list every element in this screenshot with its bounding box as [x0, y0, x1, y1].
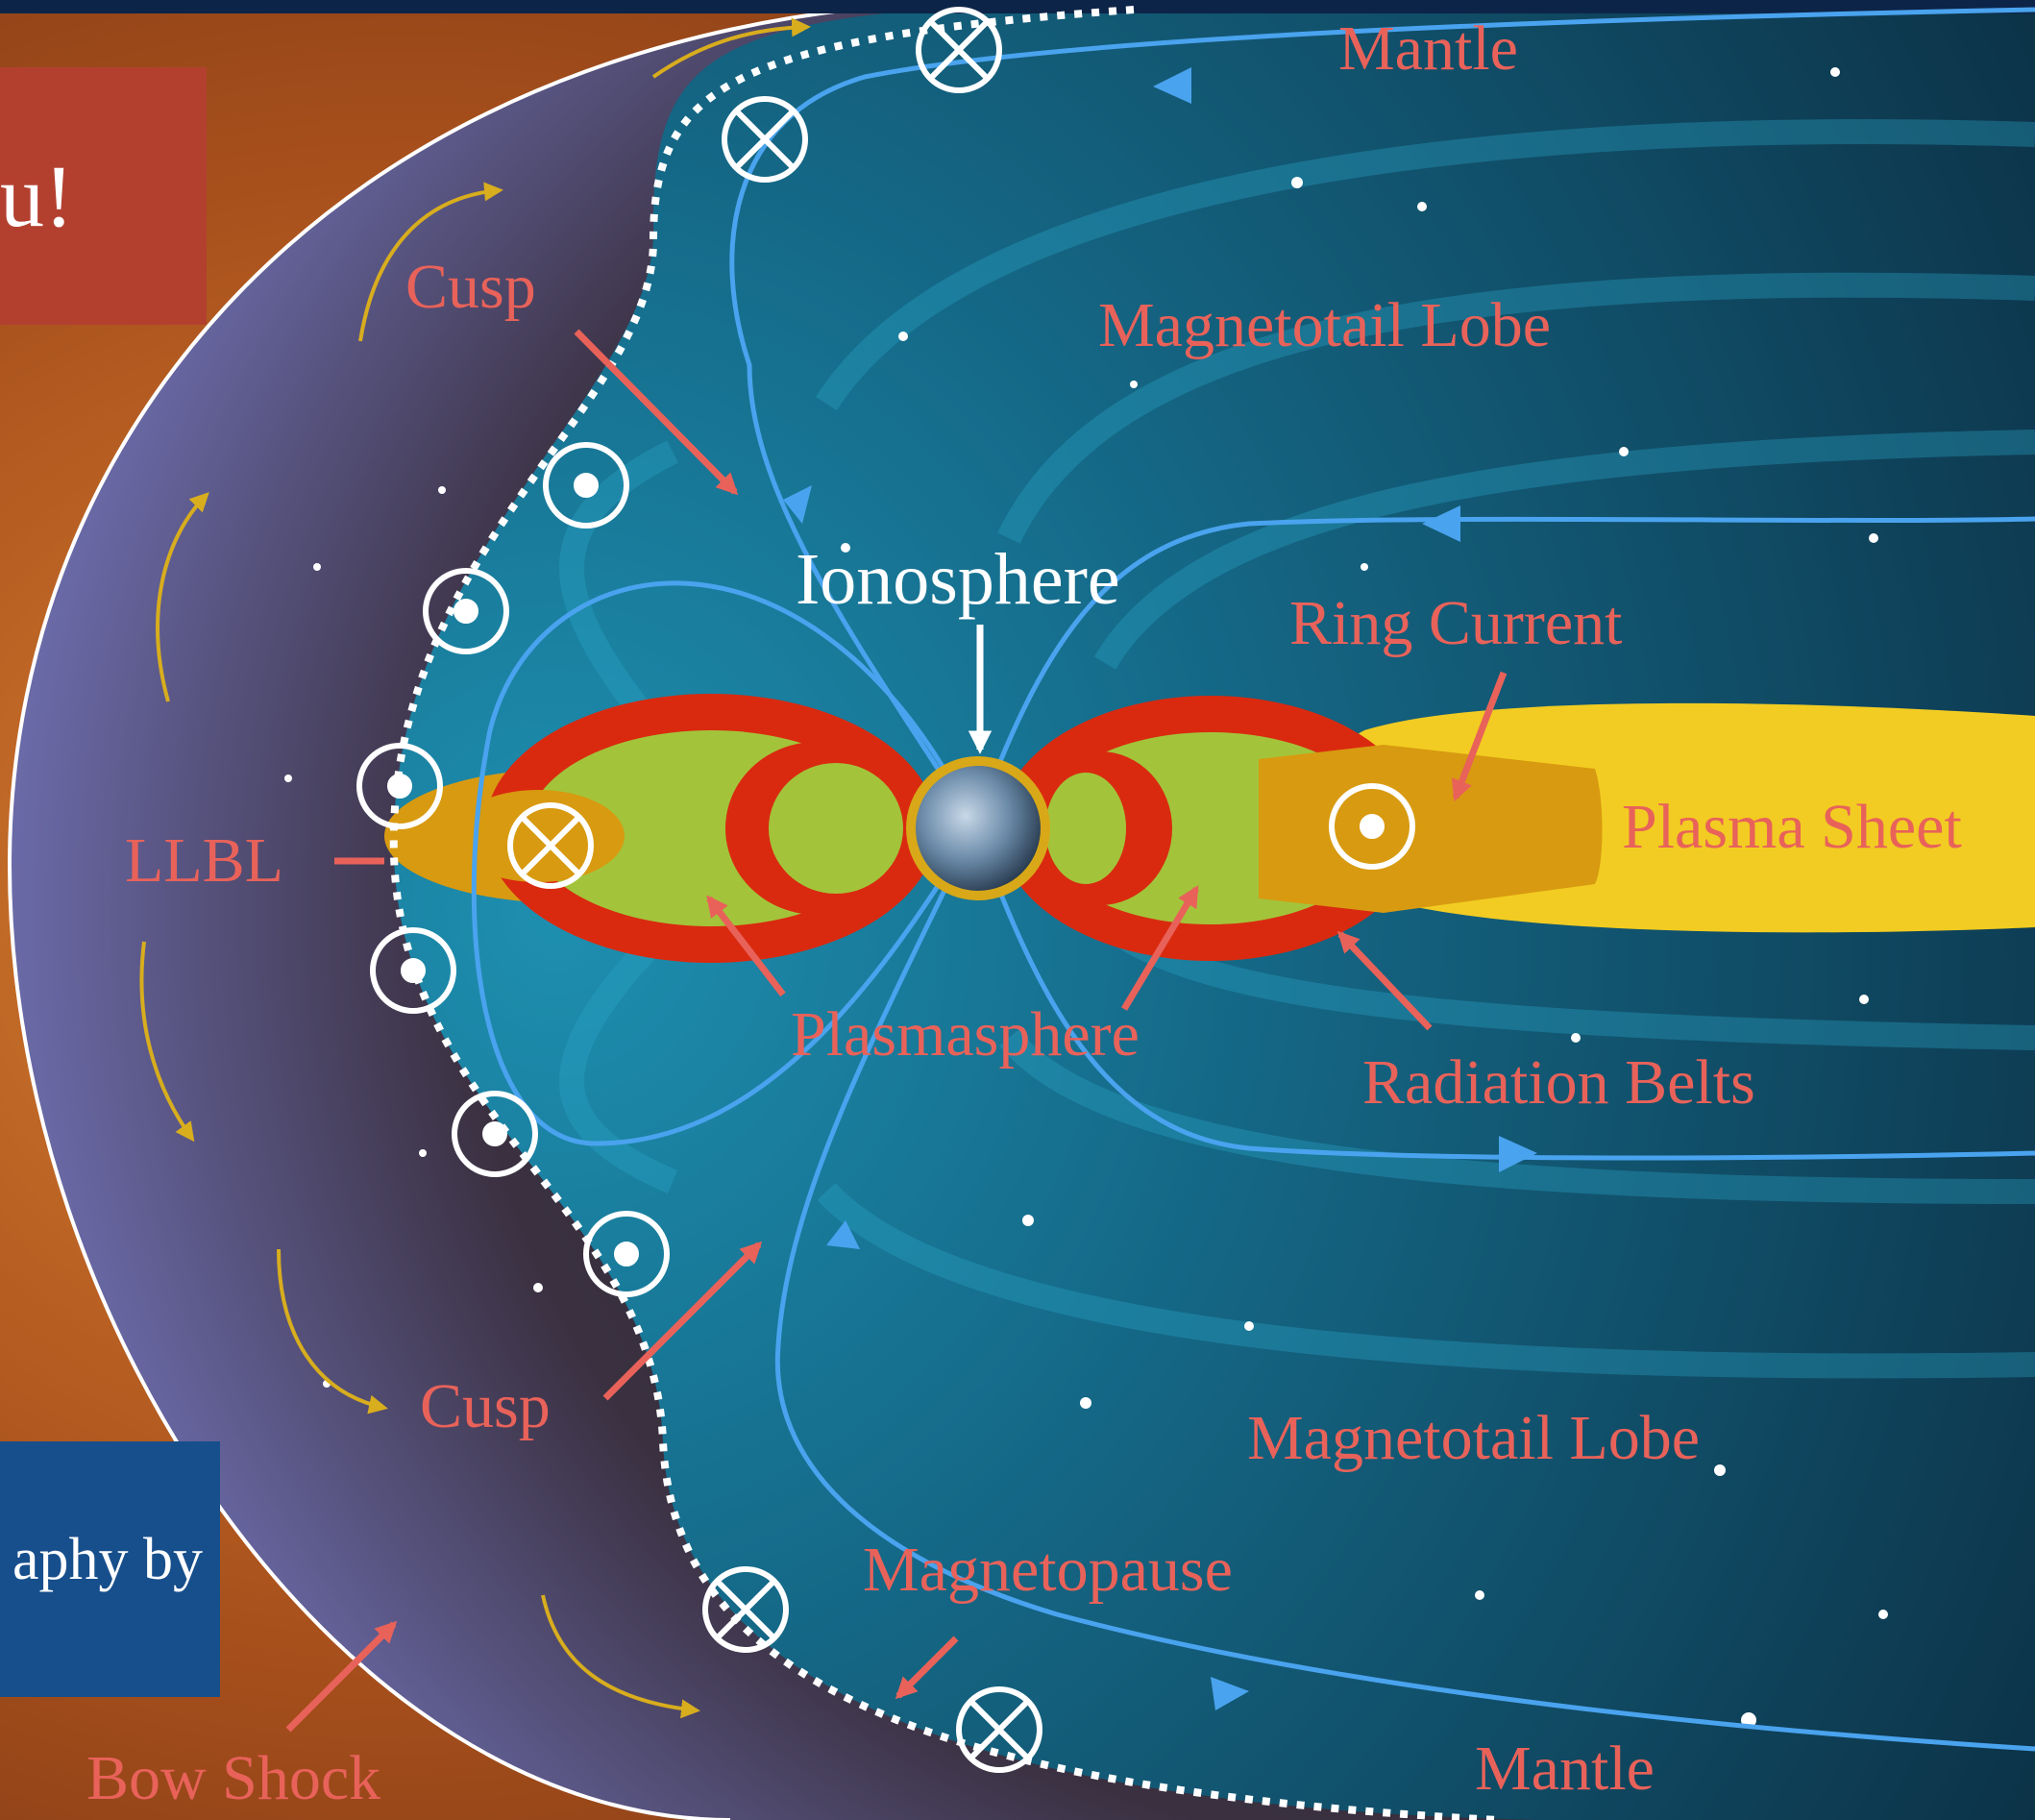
field-line-arrows	[783, 67, 1537, 1710]
label-cusp-bottom: Cusp	[420, 1371, 551, 1441]
circle-dot-icon	[543, 442, 629, 529]
label-magnetopause: Magnetopause	[863, 1535, 1233, 1605]
credit-text: aphy by	[12, 1527, 203, 1592]
label-magnetotail-lobe-bottom: Magnetotail Lobe	[1247, 1403, 1700, 1473]
sheath-flow-arrows	[139, 17, 811, 1719]
earth	[915, 765, 1042, 892]
ring-current-shape	[1259, 745, 1603, 913]
pointer-arrows	[285, 329, 1508, 1733]
label-ionosphere: Ionosphere	[796, 539, 1120, 620]
label-plasma-sheet: Plasma Sheet	[1622, 792, 1962, 862]
circle-dot-icon	[452, 1091, 538, 1177]
label-radiation-belts: Radiation Belts	[1362, 1047, 1755, 1118]
credit-box: aphy by	[0, 1441, 220, 1697]
circle-dot-icon	[1329, 783, 1415, 870]
top-strip	[0, 0, 2035, 13]
circle-cross-icon	[702, 1566, 789, 1653]
circle-cross-icon	[956, 1686, 1042, 1773]
bow-shock-line	[7, 0, 1019, 1820]
current-markers	[356, 7, 1415, 1773]
circle-cross-icon	[722, 96, 808, 183]
thanks-box: u!	[0, 67, 207, 325]
circle-dot-icon	[370, 927, 456, 1014]
circle-dot-icon	[356, 743, 443, 829]
label-bow-shock: Bow Shock	[86, 1743, 380, 1813]
label-mantle-top: Mantle	[1338, 13, 1518, 84]
circle-cross-icon	[916, 7, 1002, 93]
label-plasmasphere: Plasmasphere	[791, 999, 1140, 1070]
label-llbl: LLBL	[125, 825, 283, 896]
ionosphere-ring	[906, 756, 1050, 900]
circle-dot-icon	[583, 1211, 670, 1297]
circle-dot-icon	[423, 568, 509, 654]
label-mantle-bottom: Mantle	[1475, 1734, 1655, 1804]
label-ring-current: Ring Current	[1289, 588, 1622, 658]
label-magnetotail-lobe-top: Magnetotail Lobe	[1098, 290, 1551, 360]
label-cusp-top: Cusp	[405, 252, 536, 322]
thanks-text: u!	[0, 147, 74, 245]
circle-cross-icon	[507, 802, 594, 889]
